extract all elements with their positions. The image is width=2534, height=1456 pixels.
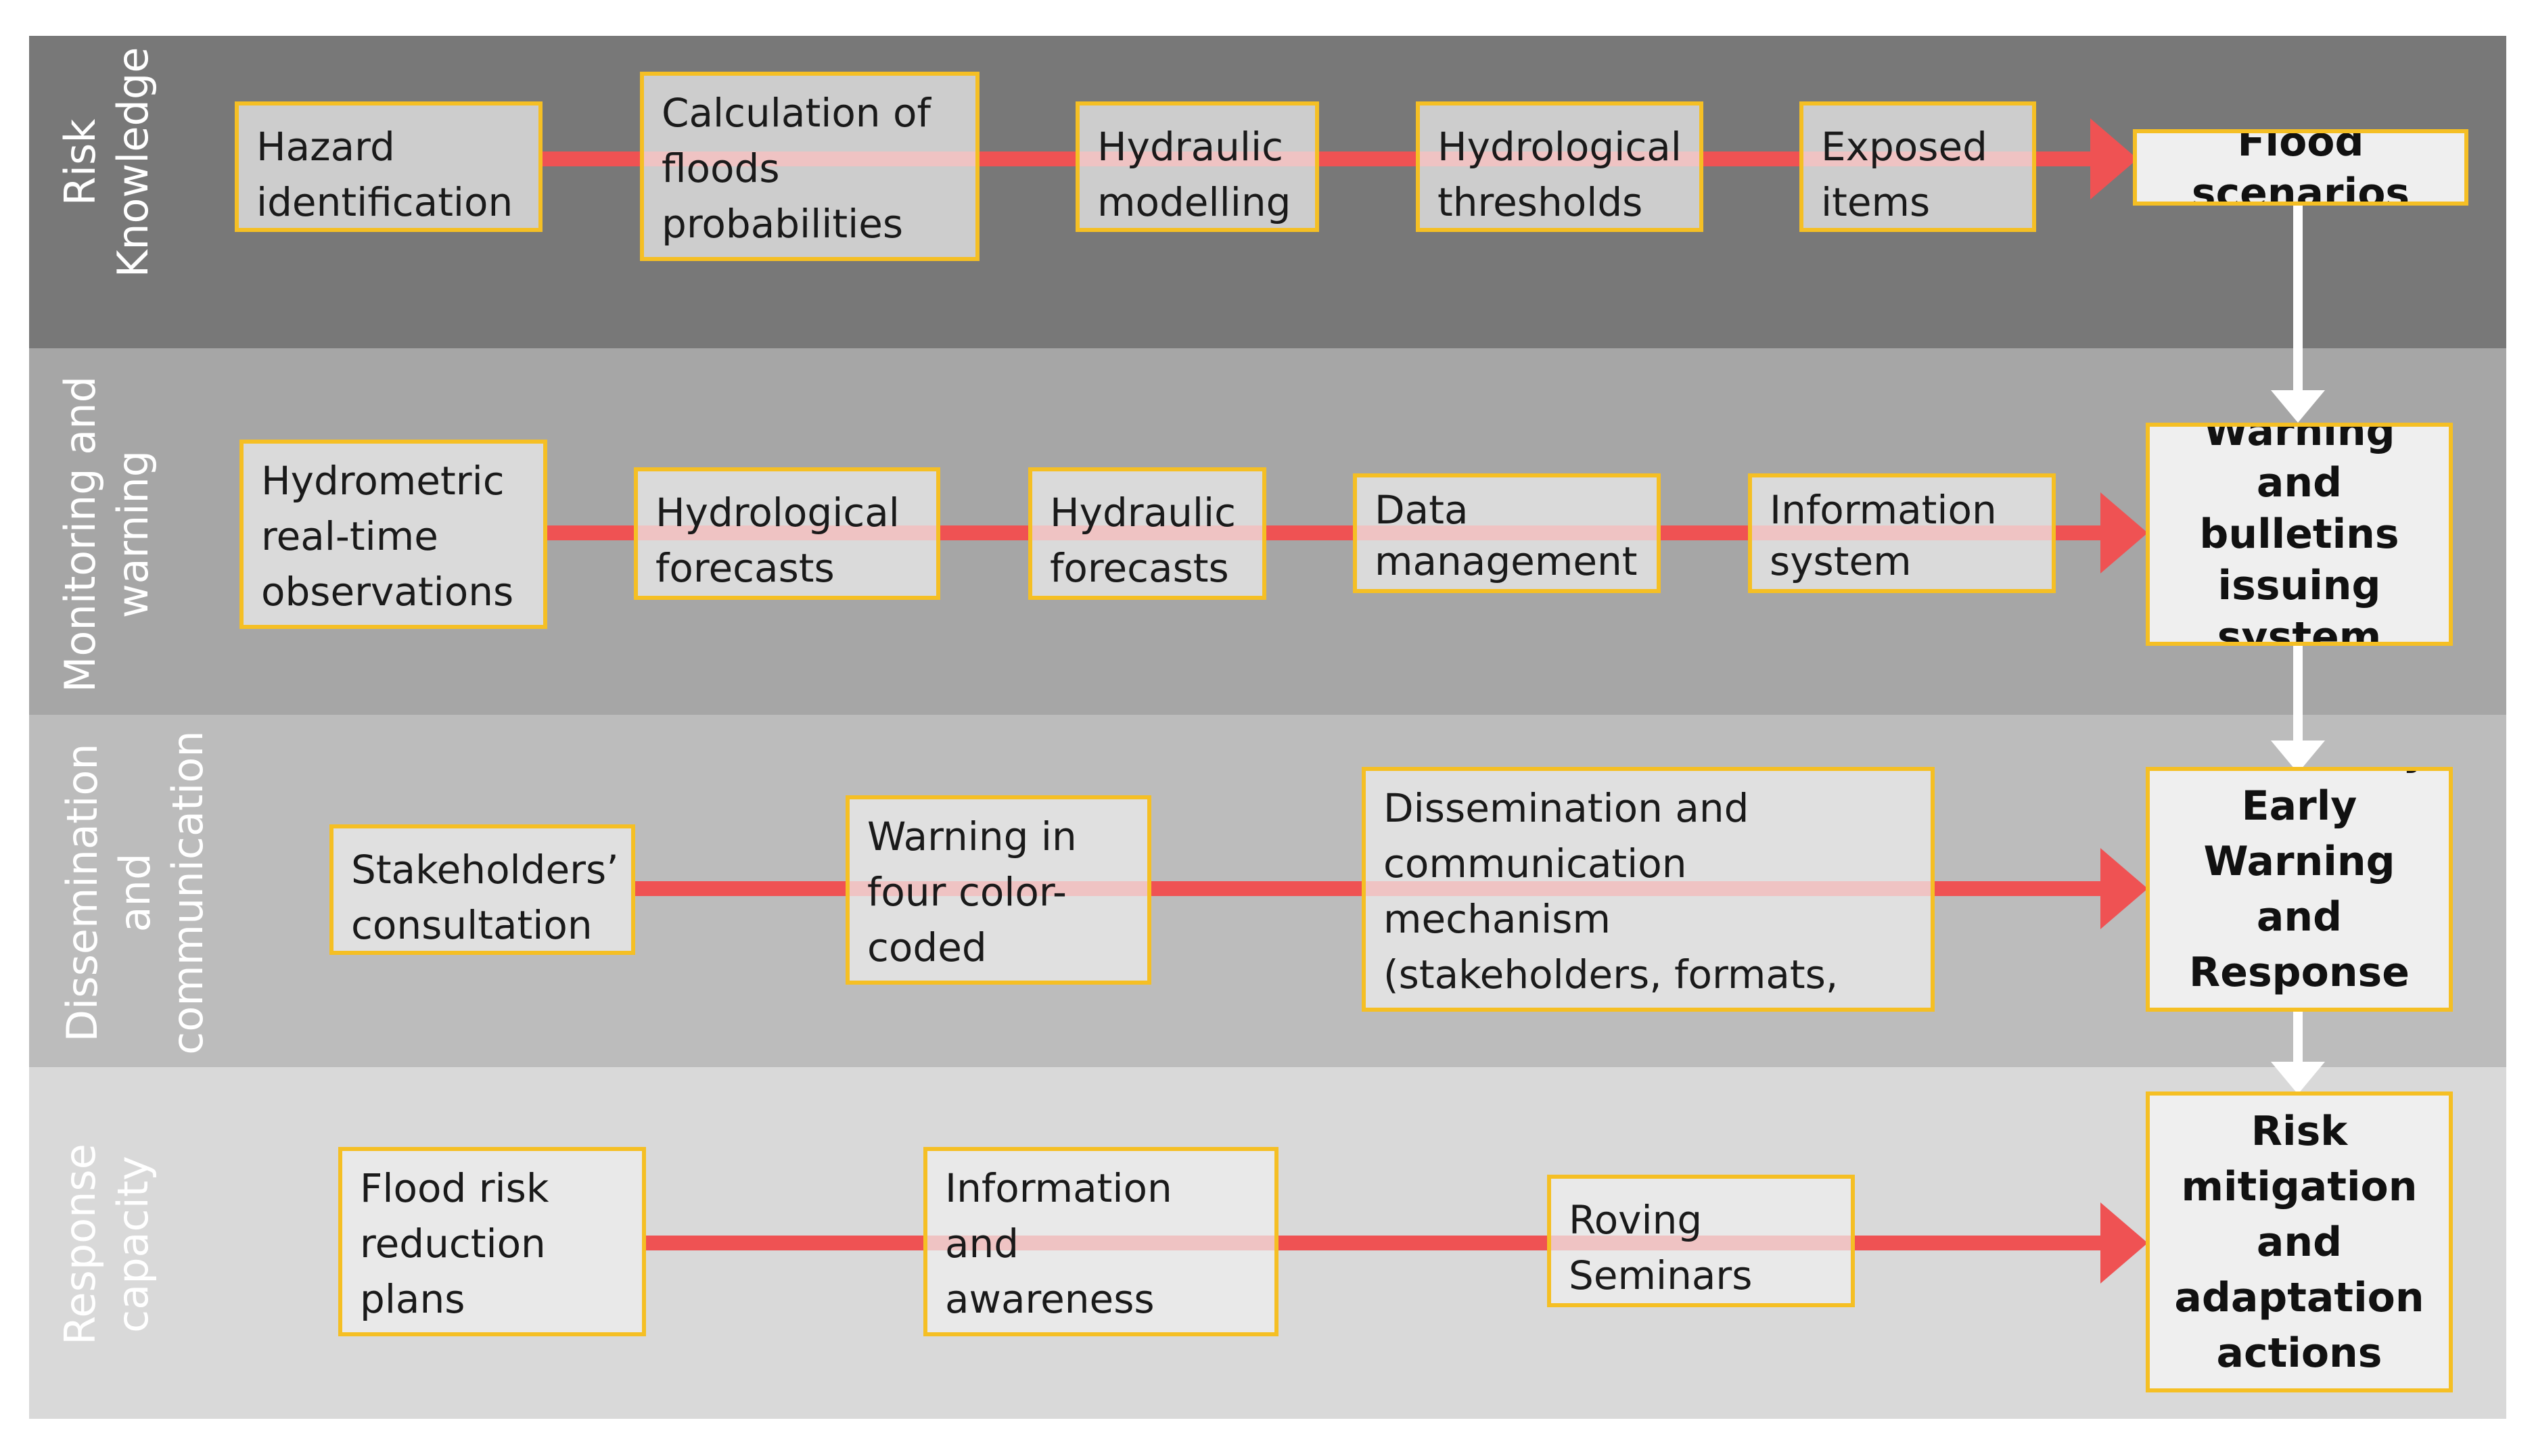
vertical-connector-1 xyxy=(2293,203,2303,396)
flow-arrowhead-risk-knowledge xyxy=(2090,118,2138,199)
outcome-warning-and-bulletins-issuing-system: Warning and bulletins issuing system xyxy=(2146,423,2453,646)
step-hydraulic-forecasts: Hydraulic forecasts xyxy=(1028,467,1266,600)
step-information-system: Information system xyxy=(1748,473,2056,593)
step-hazard-identification: Hazard identification xyxy=(235,101,543,232)
outcome-flood-scenarios: Flood scenarios xyxy=(2133,129,2468,206)
flow-arrowhead-dissemination xyxy=(2100,848,2148,929)
step-hydrometric-real-time-observations: Hydrometric real-time observations xyxy=(239,440,547,629)
flow-arrowhead-response xyxy=(2100,1202,2148,1284)
step-stakeholders-consultation: Stakeholders’ consultation xyxy=(329,824,635,955)
band-label-dissemination-and-communication: Dissemination and communication xyxy=(57,730,212,1055)
step-hydrological-thresholds: Hydrological thresholds xyxy=(1416,101,1703,232)
band-label-monitoring-and-warning: Monitoring and warning xyxy=(55,376,158,692)
step-calculation-of-floods-probabilities: Calculation of floods probabilities xyxy=(640,72,980,261)
vertical-connector-3 xyxy=(2293,1011,2303,1068)
step-data-management: Data management xyxy=(1353,473,1661,593)
step-dissemination-and-communication-mechanism: Dissemination and communication mechanis… xyxy=(1362,767,1935,1012)
outcome-community-early-warning-and-response-systems: Community Early Warning and Response Sys… xyxy=(2146,767,2453,1012)
step-roving-seminars: Roving Seminars xyxy=(1547,1175,1855,1307)
band-label-response-capacity: Response capacity xyxy=(55,1144,158,1345)
step-exposed-items: Exposed items xyxy=(1799,101,2036,232)
step-hydrological-forecasts: Hydrological forecasts xyxy=(634,467,940,600)
flow-arrowhead-monitoring xyxy=(2100,492,2148,573)
band-label-risk-knowledge: Risk Knowledge xyxy=(55,47,158,278)
step-information-and-awareness-materials: Information and awareness materials xyxy=(923,1147,1278,1336)
flow-line-response xyxy=(643,1236,2107,1250)
outcome-risk-mitigation-and-adaptation-actions: Risk mitigation and adaptation actions xyxy=(2146,1091,2453,1392)
step-warning-in-four-color-coded-classes: Warning in four color- coded classes xyxy=(846,795,1151,985)
step-hydraulic-modelling: Hydraulic modelling xyxy=(1076,101,1319,232)
vertical-arrowhead-3 xyxy=(2271,1062,2325,1094)
vertical-connector-2 xyxy=(2293,646,2303,747)
step-flood-risk-reduction-plans: Flood risk reduction plans xyxy=(338,1147,646,1336)
vertical-arrowhead-1 xyxy=(2271,390,2325,423)
